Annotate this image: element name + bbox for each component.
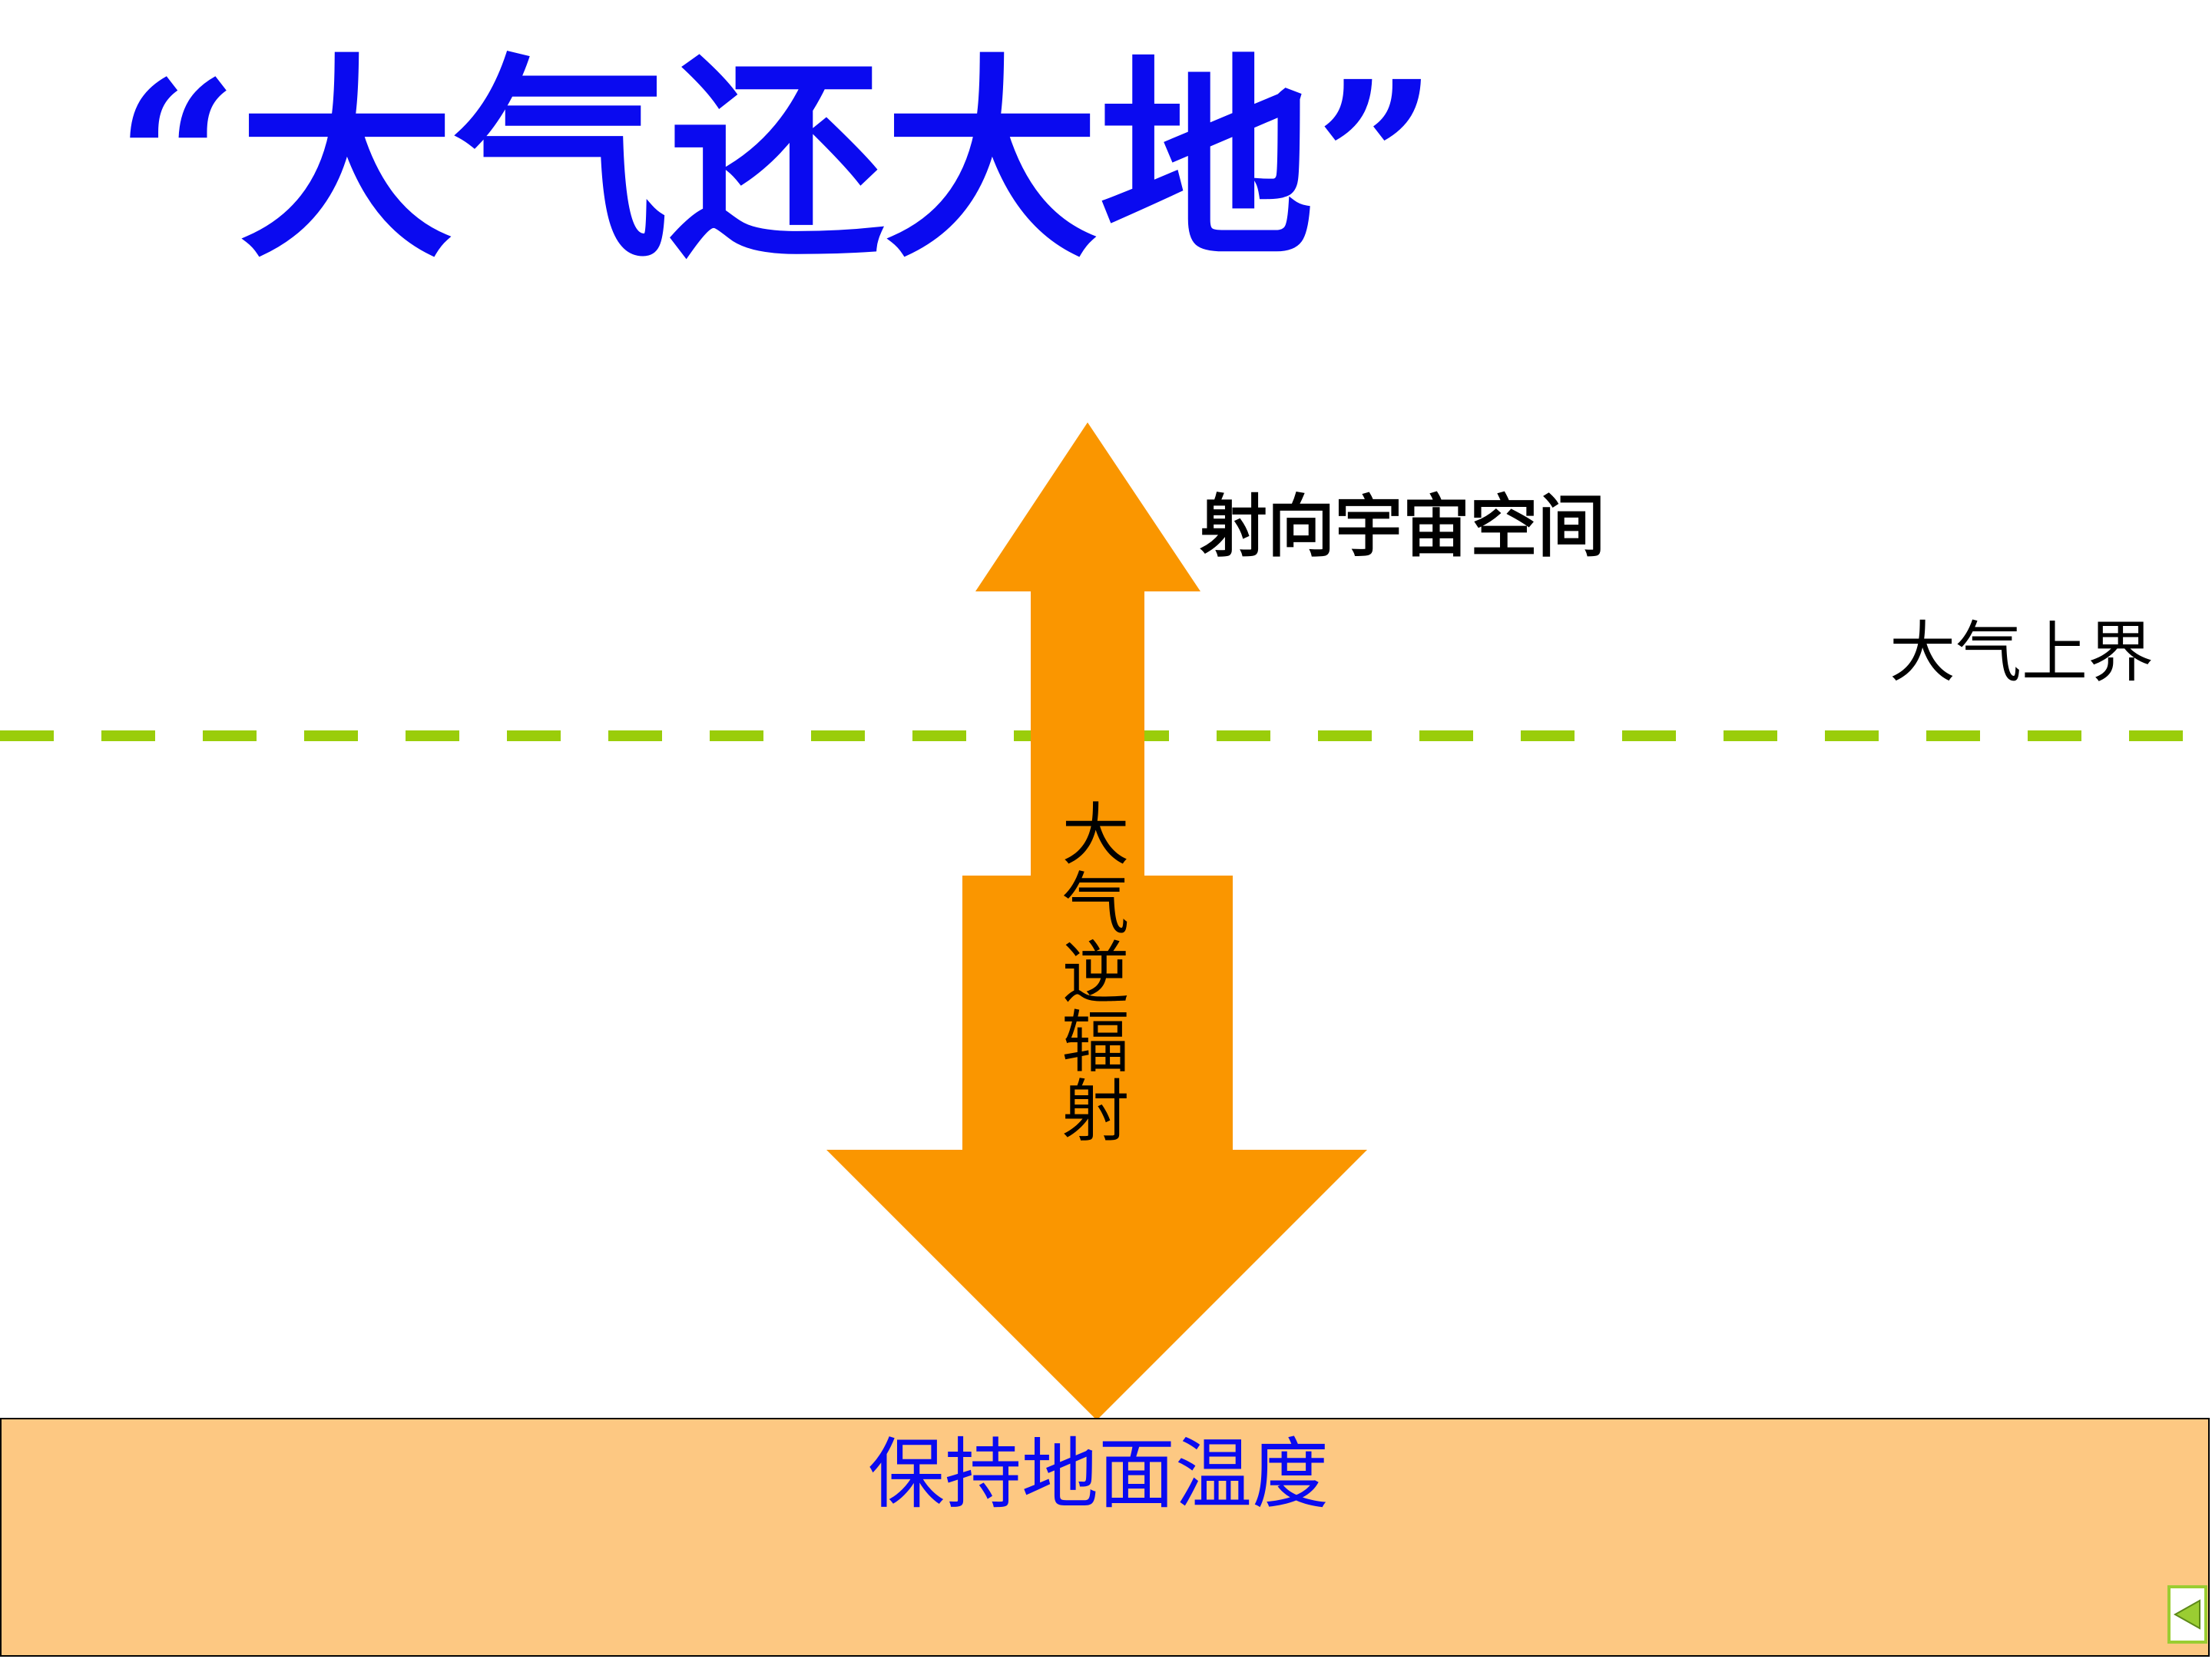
up-arrow-label: 射向宇宙空间 <box>1200 487 1606 566</box>
upward-arrow <box>975 422 1200 876</box>
back-nav-button[interactable] <box>2167 1585 2207 1644</box>
triangle-left-icon <box>2173 1599 2200 1630</box>
ground-surface <box>0 1418 2210 1657</box>
downward-arrow <box>826 876 1367 1420</box>
slide-title: “大气还大地” <box>115 35 1439 287</box>
ground-label: 保持地面温度 <box>868 1429 1329 1519</box>
atmosphere-boundary-label: 大气上界 <box>1889 614 2154 691</box>
counter-radiation-label: 大气逆辐射 <box>1051 799 1130 1144</box>
